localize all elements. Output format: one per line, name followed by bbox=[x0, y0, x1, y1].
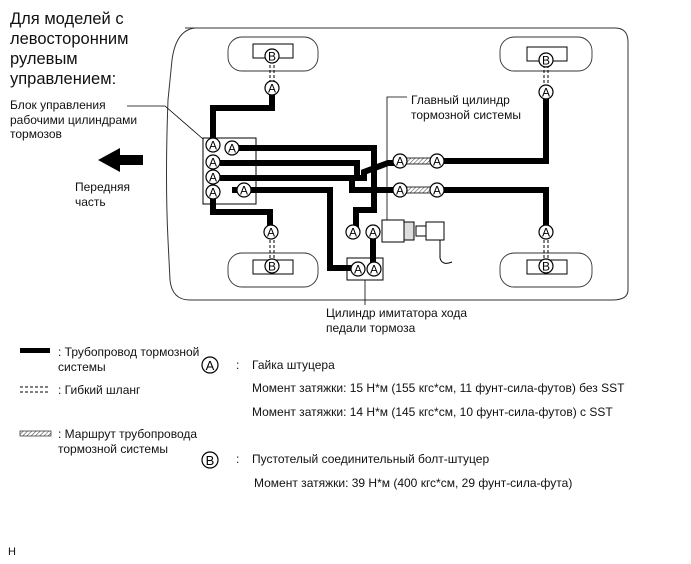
legend-a-symbol-icon: A bbox=[201, 356, 219, 374]
master-cylinder bbox=[381, 219, 453, 264]
nut-a-icon bbox=[263, 224, 279, 241]
bolt-b-icon: B bbox=[542, 260, 550, 274]
nut-a-icon bbox=[205, 169, 221, 186]
legend-hose-swatch bbox=[20, 386, 50, 393]
nut-a-icon bbox=[429, 182, 445, 199]
diagram-title: Для моделей с левосторонним рулевым упра… bbox=[10, 10, 129, 88]
master-cylinder-label: Главный цилиндр тормозной системы bbox=[411, 93, 521, 122]
fastener-a-name: Гайка штуцера bbox=[252, 358, 335, 372]
nut-a-icon bbox=[429, 153, 445, 170]
front-arrow-icon bbox=[98, 148, 143, 172]
front-label: Передняя часть bbox=[75, 180, 131, 209]
svg-text:B: B bbox=[206, 453, 215, 468]
union-bolts: B B B B bbox=[264, 48, 554, 274]
nut-a-icon bbox=[392, 182, 408, 199]
actuator-leader-line bbox=[127, 105, 204, 140]
fastener-a-torque-1: Момент затяжки: 15 Н*м (155 кгс*см, 11 ф… bbox=[252, 381, 625, 395]
fastener-b-torque-1: Момент затяжки: 39 Н*м (400 кгс*см, 29 ф… bbox=[254, 476, 573, 490]
actuator-block bbox=[202, 137, 257, 205]
nut-a-icon bbox=[365, 224, 381, 241]
bolt-b-icon: B bbox=[542, 54, 550, 68]
fastener-b-colon: : bbox=[236, 452, 240, 466]
nut-a-icon bbox=[205, 154, 221, 171]
legend-brake-line-route: : Маршрут трубопровода тормозной системы bbox=[58, 427, 198, 456]
nut-a-icon bbox=[205, 137, 221, 154]
flexible-hoses bbox=[269, 60, 549, 262]
nut-a-icon bbox=[366, 261, 382, 278]
stroke-simulator-block bbox=[346, 257, 384, 281]
nut-a-icon bbox=[236, 182, 252, 199]
fastener-a-colon: : bbox=[236, 358, 240, 372]
nut-a-icon bbox=[350, 261, 366, 278]
nut-a-icon bbox=[538, 84, 554, 101]
legend-flexible-hose: : Гибкий шланг bbox=[58, 383, 141, 397]
legend-brake-line-swatch bbox=[20, 348, 50, 353]
legend-b-symbol-icon: B bbox=[201, 451, 219, 469]
brake-line-route bbox=[405, 157, 433, 194]
legend-route-swatch bbox=[19, 430, 52, 437]
svg-text:A: A bbox=[206, 358, 215, 373]
nut-a-icon bbox=[538, 224, 554, 241]
nut-a-icon bbox=[264, 80, 280, 97]
footer-mark: H bbox=[8, 546, 16, 558]
fastener-b-name: Пустотелый соединительный болт-штуцер bbox=[252, 452, 490, 466]
bolt-b-icon: B bbox=[268, 50, 276, 64]
bolt-b-icon: B bbox=[268, 260, 276, 274]
nut-a-icon bbox=[345, 224, 361, 241]
nut-a-icon bbox=[392, 153, 408, 170]
nut-a-icon bbox=[224, 140, 240, 157]
fastener-a-torque-2: Момент затяжки: 14 Н*м (145 кгс*см, 10 ф… bbox=[252, 405, 613, 419]
nut-a-icon bbox=[205, 184, 221, 201]
master-leader-line bbox=[386, 96, 407, 221]
stroke-simulator-label: Цилиндр имитатора хода педали тормоза bbox=[326, 306, 468, 335]
legend-brake-line: : Трубопровод тормозной системы bbox=[58, 345, 200, 374]
vehicle-outline bbox=[166, 27, 629, 301]
actuator-block-label: Блок управления рабочими цилиндрами торм… bbox=[10, 98, 138, 141]
brake-lines bbox=[210, 90, 549, 271]
